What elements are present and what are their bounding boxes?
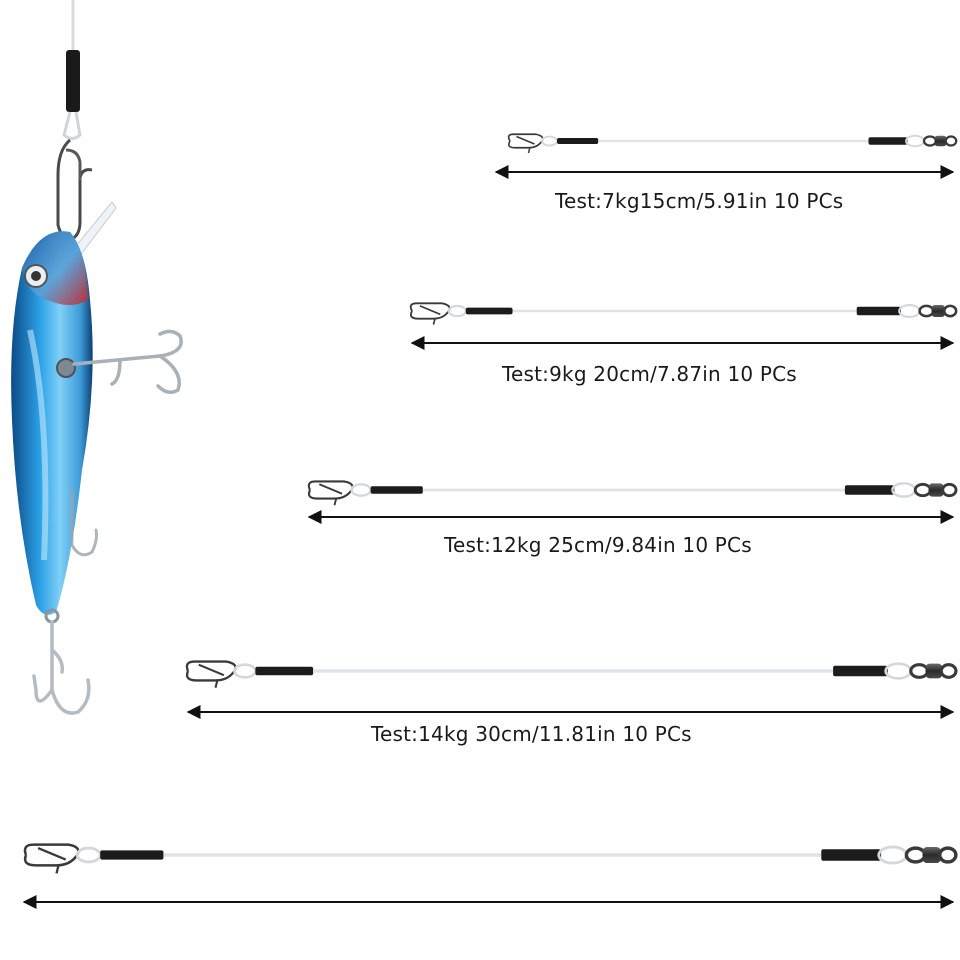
leader-rig	[23, 843, 958, 874]
leader-rigs	[23, 133, 958, 874]
label-7kg: Test:7kg15cm/5.91in 10 PCs	[555, 189, 844, 213]
label-14kg: Test:14kg 30cm/11.81in 10 PCs	[371, 722, 692, 746]
fishing-lure	[11, 0, 183, 715]
leader-rig	[307, 480, 958, 506]
leader-rig	[185, 660, 958, 689]
measurement-arrows	[22, 165, 955, 909]
leader-rig	[409, 302, 958, 325]
leader-rig	[507, 133, 958, 154]
label-9kg: Test:9kg 20cm/7.87in 10 PCs	[502, 362, 797, 386]
label-12kg: Test:12kg 25cm/9.84in 10 PCs	[444, 533, 752, 557]
